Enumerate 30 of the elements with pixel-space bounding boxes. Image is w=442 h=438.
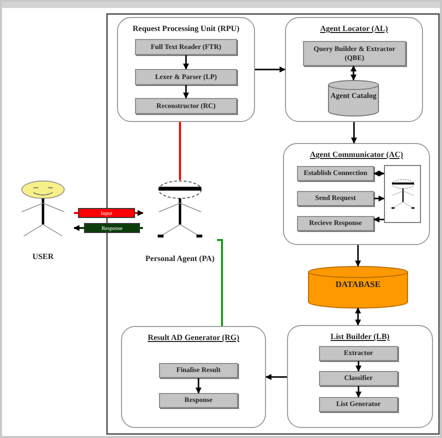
arrow <box>373 170 385 176</box>
arrow <box>183 85 189 99</box>
module-panel <box>285 17 423 122</box>
arrow <box>196 378 202 394</box>
arrow <box>265 374 287 380</box>
connector-line <box>217 239 223 326</box>
module-panel <box>117 17 255 122</box>
module-title: Request Processing Unit (RPU) <box>132 24 240 33</box>
arrow <box>255 66 286 72</box>
arrow <box>355 245 361 267</box>
actor-label: USER <box>31 252 55 262</box>
arrow <box>356 361 362 372</box>
agent-figure-panel <box>384 165 421 223</box>
connector-line <box>179 122 181 180</box>
module-title: Agent Communicator (AC) <box>308 150 404 159</box>
arrow <box>351 122 357 144</box>
arrow <box>356 386 362 398</box>
arrow <box>373 216 384 222</box>
arrow <box>374 196 385 202</box>
actor-label: Personal Agent (PA) <box>144 254 216 264</box>
module-title: List Builder (LB) <box>330 332 390 341</box>
module-title: Agent Locator (AL) <box>319 24 389 33</box>
arrow <box>355 307 361 326</box>
module-panel <box>287 325 433 428</box>
module-panel <box>121 326 266 428</box>
arrow <box>183 55 189 70</box>
cylinder-label: DATABASE <box>334 280 382 290</box>
module-title: Result AD Generator (RG) <box>146 333 240 342</box>
module-panel <box>283 143 430 245</box>
arrow <box>350 65 356 81</box>
